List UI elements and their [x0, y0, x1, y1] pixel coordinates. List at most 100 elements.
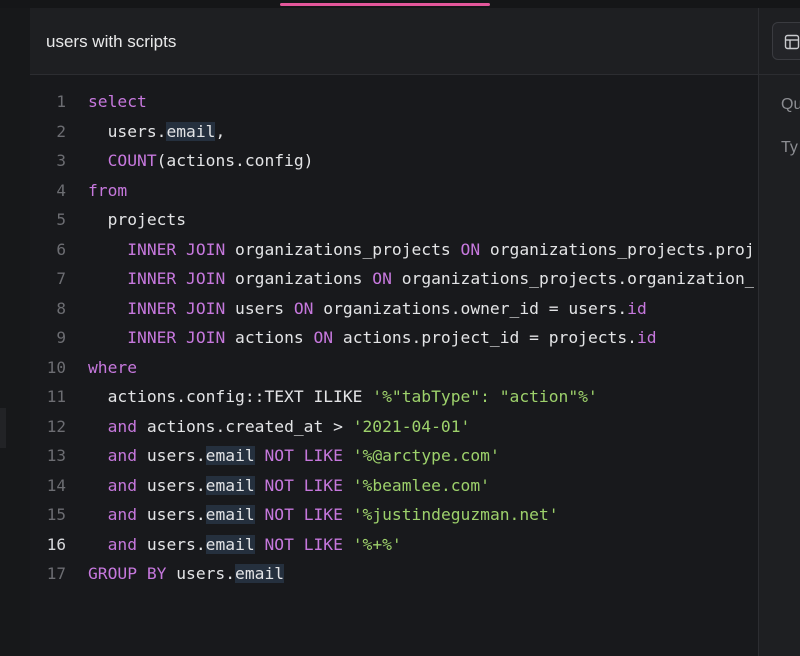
code-token: and [107, 446, 138, 465]
code-token: '%beamlee.com' [352, 475, 490, 495]
code-token: and [107, 475, 138, 495]
code-token: NOT LIKE [264, 505, 343, 524]
code-text: INNER JOIN actions ON actions.project_id… [88, 323, 657, 352]
code-token: '2021-04-01' [352, 416, 471, 436]
code-text: users.email, [88, 117, 225, 146]
code-token: organizations_projects.proj [480, 239, 754, 259]
query-title[interactable]: users with scripts [46, 32, 177, 51]
code-line[interactable]: 3 COUNT(actions.config) [30, 146, 754, 175]
code-token: email [205, 534, 255, 554]
code-text: INNER JOIN organizations ON organization… [88, 264, 754, 293]
code-text: GROUP BY users.email [88, 559, 285, 588]
code-token: actions.project_id = projects. [333, 328, 637, 347]
code-token: actions [225, 328, 314, 347]
code-token: actions.created_at > [137, 416, 353, 436]
code-text: and users.email NOT LIKE '%+%' [88, 530, 402, 559]
query-panel: users with scripts [30, 8, 758, 656]
code-text: projects [88, 205, 186, 234]
code-token: id [636, 328, 657, 347]
code-line[interactable]: 11 actions.config::TEXT ILIKE '%"tabType… [30, 382, 754, 411]
code-token: projects [107, 210, 187, 229]
code-token: id [627, 298, 647, 318]
code-line[interactable]: 17 GROUP BY users.email [30, 559, 754, 588]
code-text: and users.email NOT LIKE '%justindeguzma… [88, 500, 559, 529]
code-token: NOT LIKE [264, 534, 343, 554]
line-number: 15 [46, 505, 66, 524]
code-token: where [88, 357, 138, 377]
left-gutter [0, 8, 30, 656]
code-token [343, 446, 353, 465]
code-line[interactable]: 9 INNER JOIN actions ON actions.project_… [30, 323, 754, 352]
line-number: 17 [46, 564, 66, 583]
code-token: INNER JOIN [127, 328, 226, 347]
line-number: 3 [56, 151, 66, 170]
code-token: organizations_projects [225, 239, 461, 259]
code-line[interactable]: 14 and users.email NOT LIKE '%beamlee.co… [30, 471, 754, 500]
code-token: NOT LIKE [264, 475, 343, 495]
code-token: users. [137, 505, 206, 524]
code-token: users. [137, 534, 206, 554]
code-text: where [88, 353, 137, 382]
code-line[interactable]: 13 and users.email NOT LIKE '%@arctype.c… [30, 441, 754, 470]
code-token: NOT LIKE [264, 446, 343, 465]
code-token [343, 535, 353, 554]
line-number: 12 [46, 416, 66, 436]
code-token: GROUP BY [88, 564, 167, 583]
line-number: 8 [56, 298, 66, 318]
code-token: users [225, 298, 294, 318]
code-text: COUNT(actions.config) [88, 146, 314, 175]
code-token [255, 476, 265, 495]
gutter-handle[interactable] [0, 408, 6, 448]
code-line[interactable]: 7 INNER JOIN organizations ON organizati… [30, 264, 754, 293]
line-number: 11 [46, 387, 66, 406]
code-token: email [235, 564, 285, 583]
code-token: and [107, 416, 138, 436]
code-line[interactable]: 15 and users.email NOT LIKE '%justindegu… [30, 500, 754, 529]
line-number: 7 [56, 269, 66, 288]
code-token: '%@arctype.com' [352, 446, 500, 465]
code-text: actions.config::TEXT ILIKE '%"tabType": … [88, 382, 598, 411]
code-text: and actions.created_at > '2021-04-01' [88, 412, 471, 441]
code-token: organizations.owner_id = users. [313, 298, 628, 318]
line-number: 2 [56, 121, 66, 141]
line-number: 6 [56, 239, 66, 259]
layout-toggle-button[interactable] [772, 22, 800, 60]
code-token [343, 505, 353, 524]
code-token: users. [137, 475, 206, 495]
line-number: 5 [56, 210, 66, 229]
code-token: , [215, 121, 226, 141]
code-token: COUNT [107, 151, 157, 170]
code-token: '%"tabType": "action"%' [372, 387, 598, 406]
code-line[interactable]: 2 users.email, [30, 117, 754, 146]
line-number: 13 [46, 446, 66, 465]
code-line[interactable]: 12 and actions.created_at > '2021-04-01' [30, 412, 754, 441]
code-line[interactable]: 8 INNER JOIN users ON organizations.owne… [30, 294, 754, 323]
code-token: users. [166, 564, 236, 583]
right-panel-header [759, 8, 800, 75]
code-line[interactable]: 16 and users.email NOT LIKE '%+%' [30, 530, 754, 559]
code-line[interactable]: 5 projects [30, 205, 754, 234]
line-number: 14 [46, 475, 66, 495]
code-token [255, 535, 265, 554]
code-text: INNER JOIN organizations_projects ON org… [88, 235, 754, 264]
code-token: INNER JOIN [127, 298, 226, 318]
code-token: email [166, 121, 216, 141]
code-token: from [88, 180, 128, 200]
code-line[interactable]: 4 from [30, 176, 754, 205]
line-number: 4 [56, 180, 66, 200]
query-header: users with scripts [30, 8, 758, 75]
code-token: ON [372, 269, 392, 288]
code-token: and [107, 534, 138, 554]
line-number: 9 [56, 328, 66, 347]
code-token: email [205, 475, 255, 495]
code-token: users. [137, 446, 206, 465]
code-text: and users.email NOT LIKE '%beamlee.com' [88, 471, 490, 500]
code-text: from [88, 176, 127, 205]
code-token: INNER JOIN [127, 269, 226, 288]
code-line[interactable]: 6 INNER JOIN organizations_projects ON o… [30, 235, 754, 264]
code-token: email [205, 446, 255, 465]
code-token: '%+%' [352, 534, 402, 554]
